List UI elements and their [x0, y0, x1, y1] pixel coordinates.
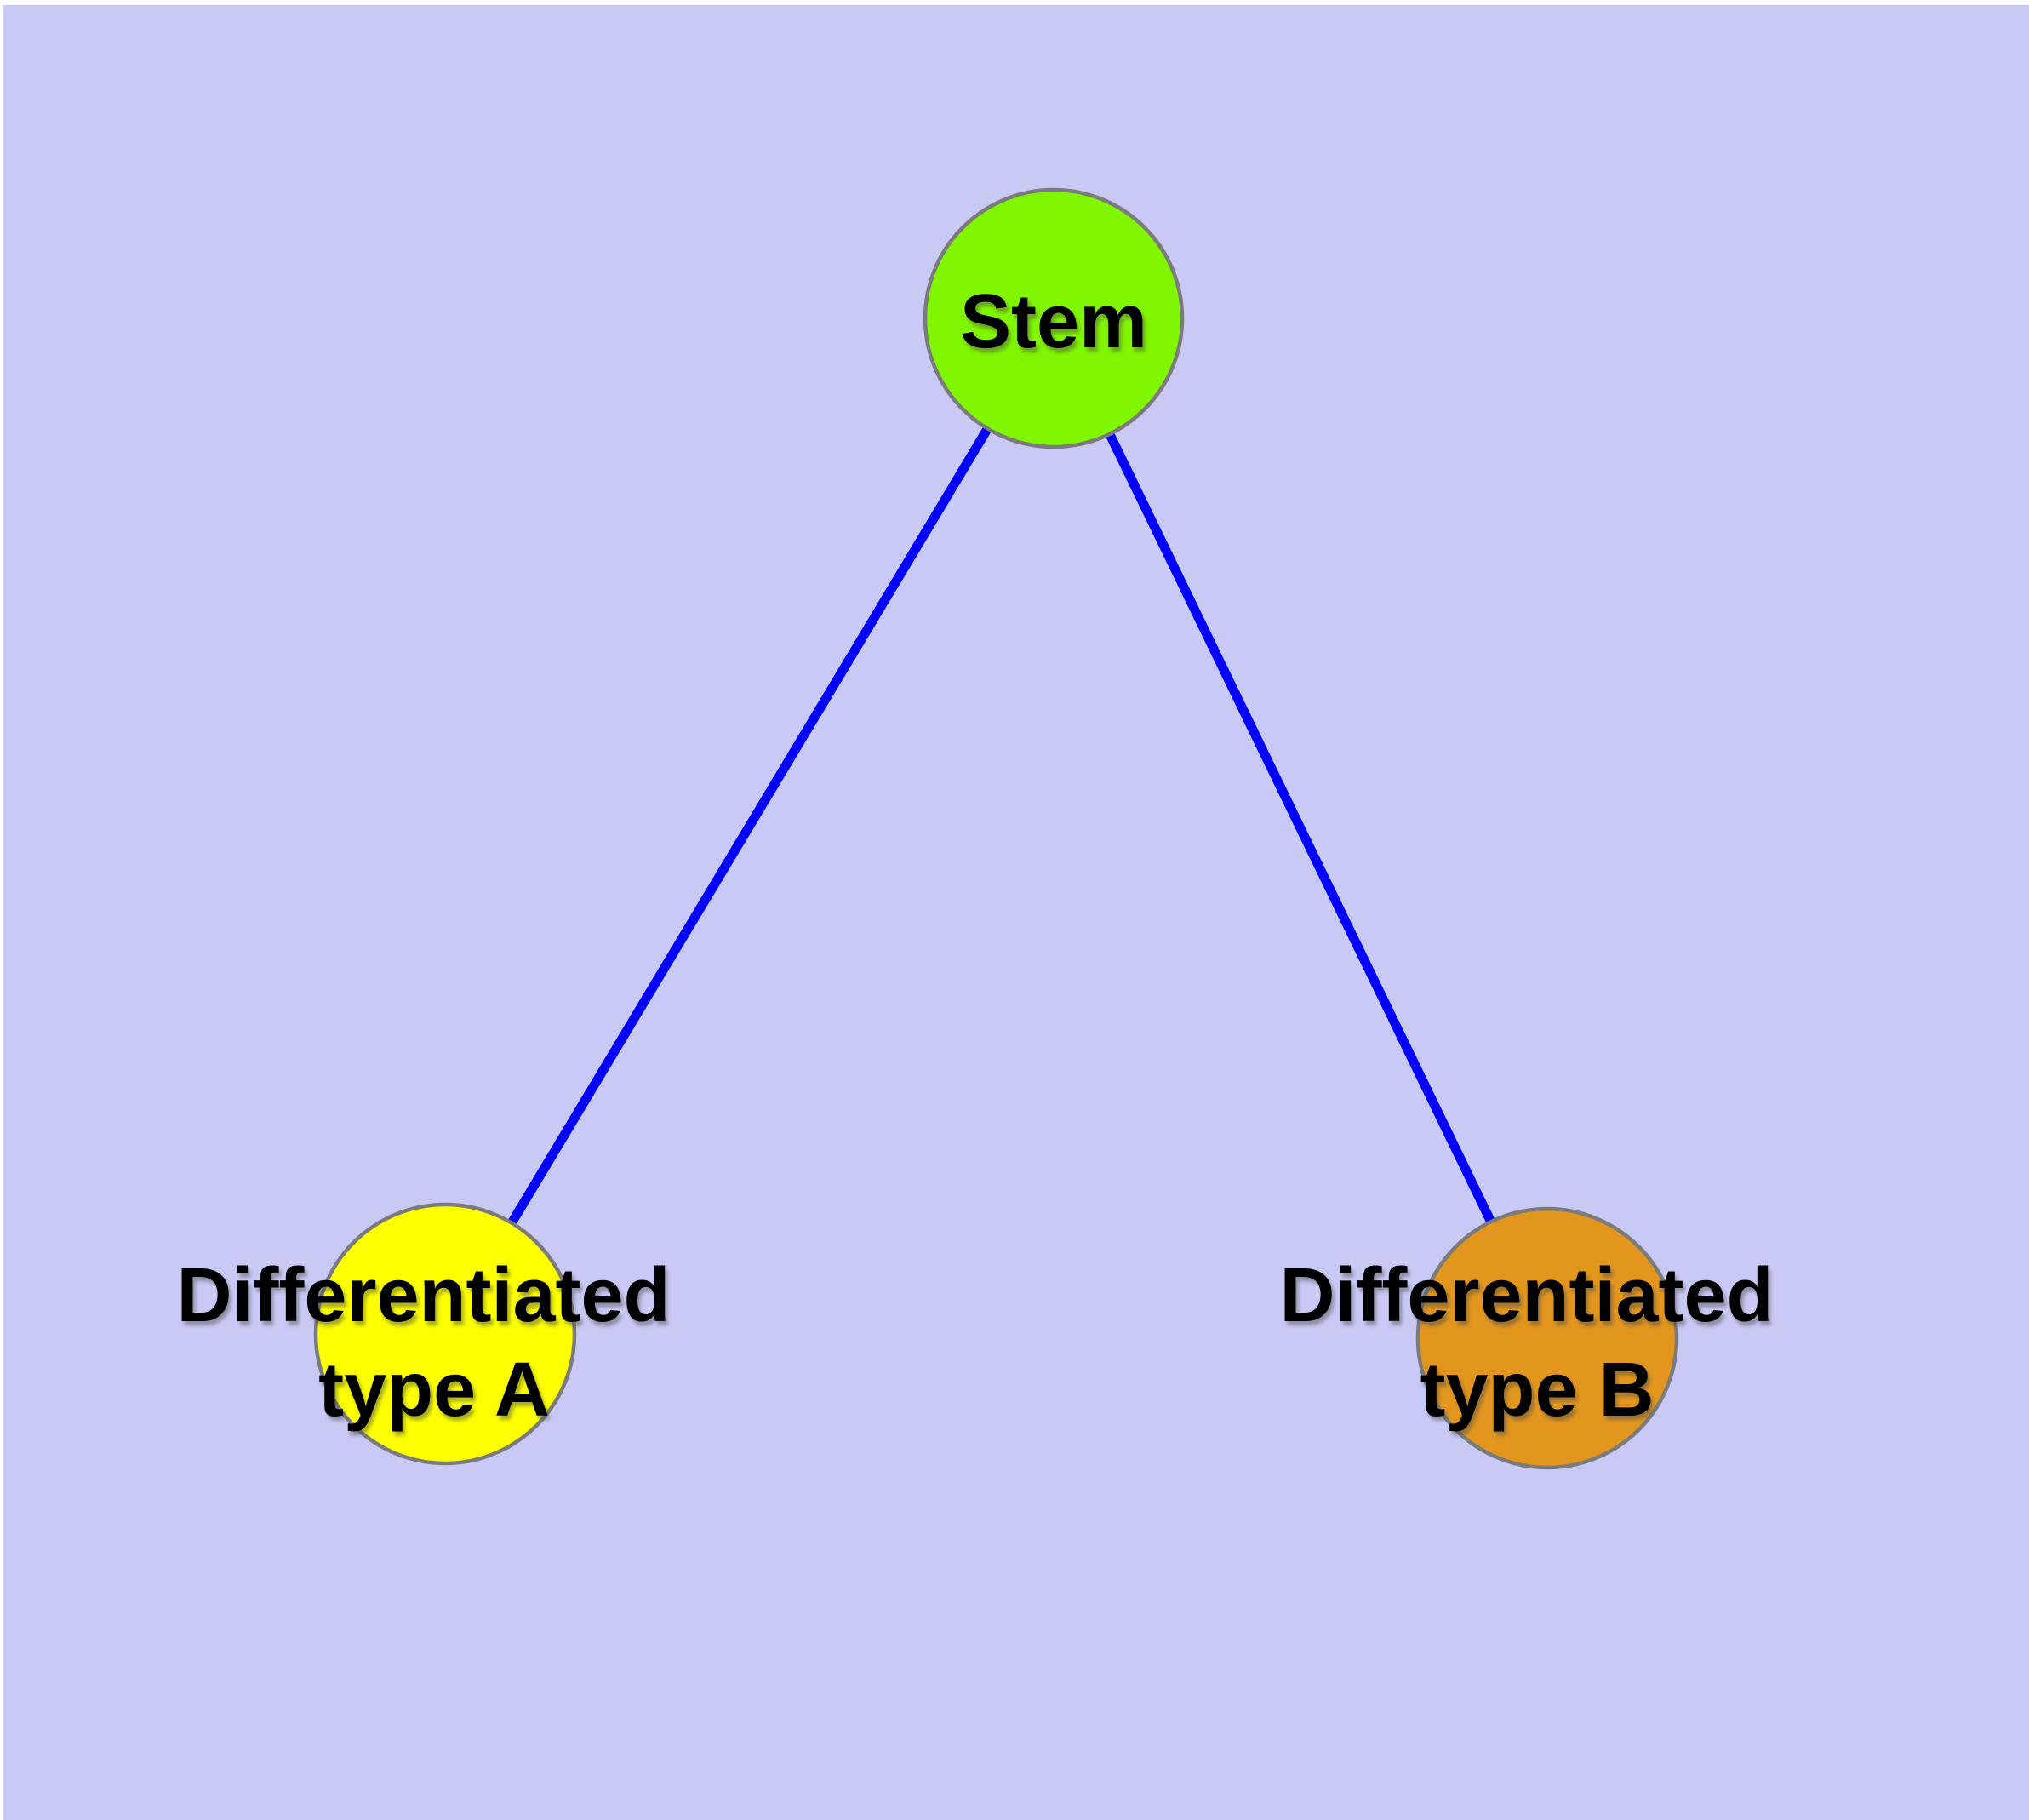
type-b-label-line-1: Differentiated — [1279, 1253, 1773, 1338]
type-a-label-line-2: type A — [318, 1348, 550, 1433]
node-differentiated-type-a: Differentiated type A — [176, 1202, 691, 1466]
edge-stem-to-type-b — [1049, 316, 1552, 1341]
type-a-node-label: Differentiated type A — [176, 1253, 691, 1433]
edge-stem-to-type-a — [441, 316, 1058, 1336]
node-stem: Stem — [923, 187, 1185, 449]
stem-node-label: Stem — [960, 279, 1147, 364]
type-a-node-circle — [313, 1202, 577, 1466]
type-b-node-label: Differentiated type B — [1279, 1253, 1794, 1433]
type-b-label-line-2: type B — [1420, 1348, 1654, 1433]
type-b-node-circle — [1415, 1206, 1679, 1470]
stem-node-circle — [923, 187, 1185, 449]
type-a-label-line-1: Differentiated — [176, 1253, 670, 1338]
node-differentiated-type-b: Differentiated type B — [1279, 1206, 1794, 1470]
